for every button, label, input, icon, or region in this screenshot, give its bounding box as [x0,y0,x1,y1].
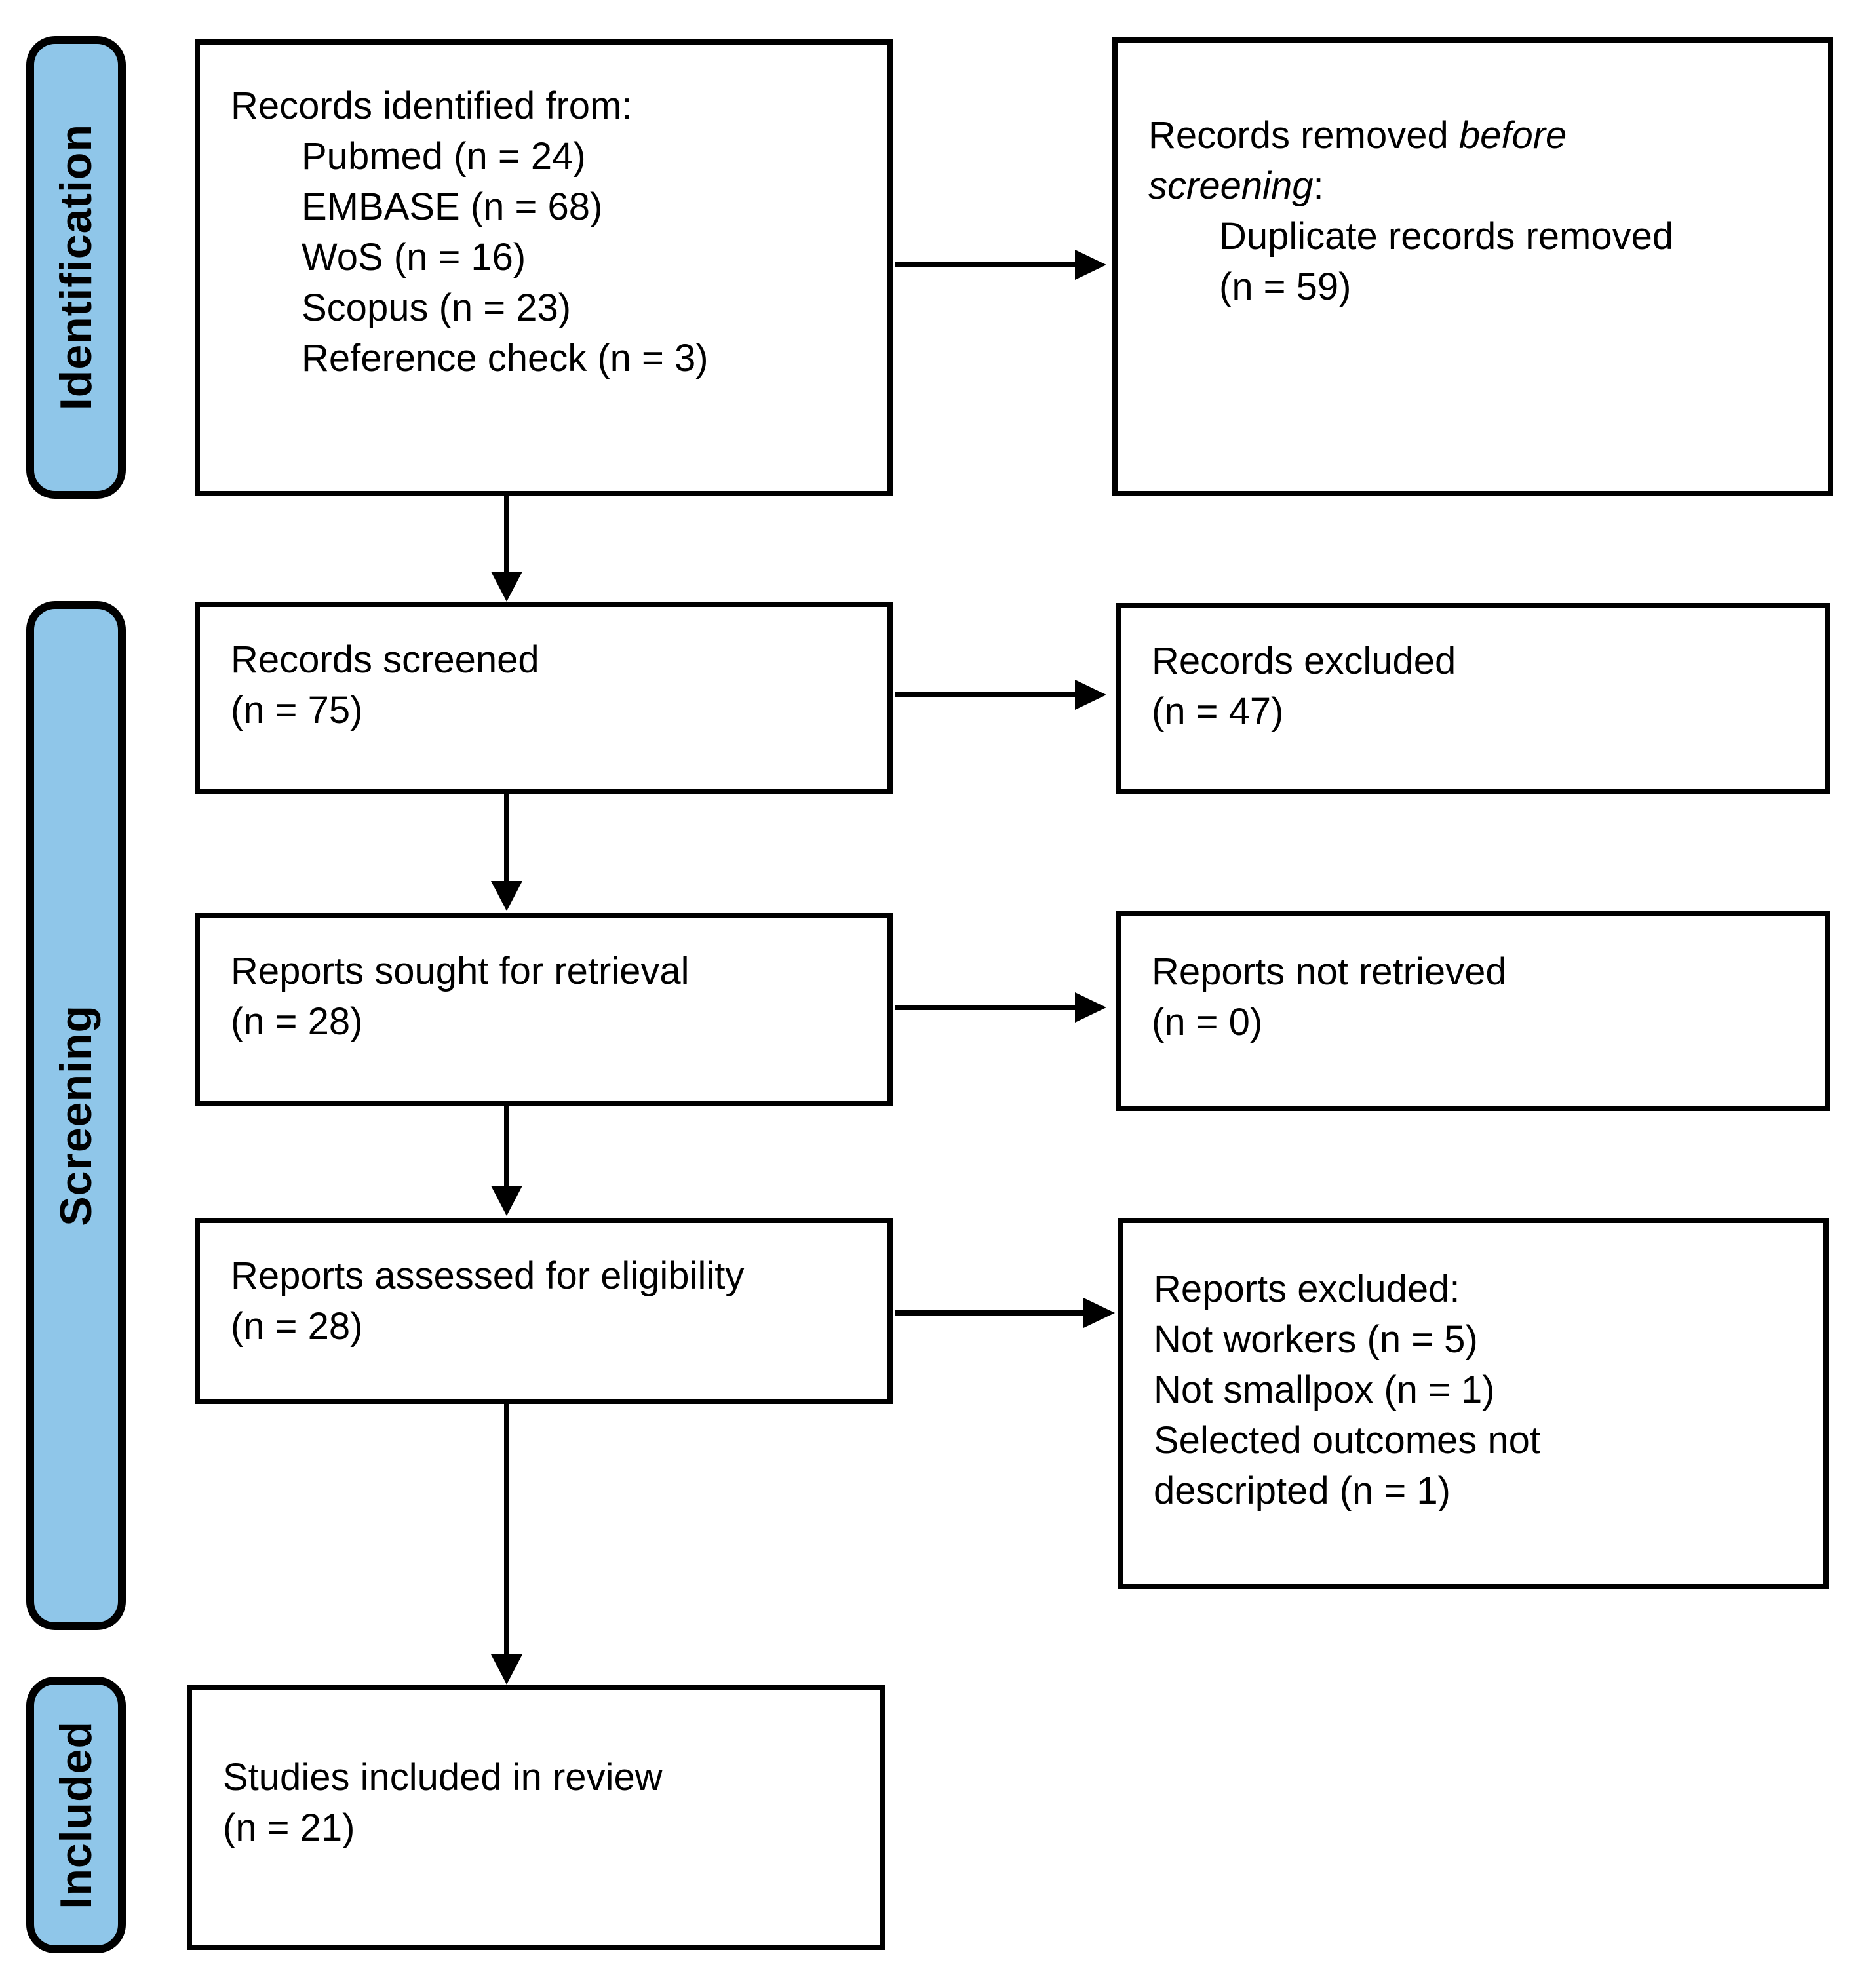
arrow-screened-to-sought-line [504,794,509,882]
reports-assessed-label: Reports assessed for eligibility [231,1255,745,1297]
reports-sought-count: (n = 28) [231,1000,363,1043]
reports-excluded-reason-not-workers: Not workers (n = 5) [1154,1318,1478,1361]
arrow-sought-to-not-retrieved-head-icon [1075,992,1106,1023]
duplicates-removed-label: Duplicate records removed [1219,215,1674,258]
records-removed-roman: Records removed [1148,114,1459,157]
reports-not-retrieved-label: Reports not retrieved [1152,950,1507,993]
records-removed-colon: : [1313,165,1324,207]
stage-identification: Identification [26,36,126,499]
stage-included-label: Included [51,1721,101,1909]
records-excluded-label: Records excluded [1152,640,1456,682]
box-records-excluded: Records excluded (n = 47) [1116,603,1830,794]
arrow-screened-to-sought-head-icon [491,881,522,911]
arrow-assessed-to-reports-excluded-head-icon [1083,1298,1115,1328]
source-wos: WoS (n = 16) [302,236,526,279]
records-removed-italic-before: before [1458,114,1567,157]
source-reference-check: Reference check (n = 3) [302,337,709,380]
stage-identification-label: Identification [51,124,101,411]
stage-screening-label: Screening [51,1005,101,1226]
arrow-assessed-to-reports-excluded-line [895,1310,1083,1316]
arrow-assessed-to-included-head-icon [491,1654,522,1685]
records-removed-line2: screening: [1148,161,1812,211]
records-removed-italic-screening: screening [1148,165,1314,207]
records-identified-title: Records identified from: [231,85,633,127]
records-removed-line1: Records removed before [1148,110,1812,161]
box-reports-assessed: Reports assessed for eligibility (n = 28… [195,1218,893,1404]
reports-not-retrieved-count: (n = 0) [1152,1001,1263,1043]
box-reports-sought: Reports sought for retrieval (n = 28) [195,913,893,1106]
arrow-screened-to-excluded-head-icon [1075,680,1106,710]
stage-screening: Screening [26,601,126,1630]
arrow-identified-to-removed-line [895,262,1075,267]
arrow-sought-to-assessed-head-icon [491,1186,522,1216]
arrow-assessed-to-included-line [504,1404,509,1656]
stage-included: Included [26,1677,126,1953]
source-scopus: Scopus (n = 23) [302,286,572,329]
arrow-screened-to-excluded-line [895,692,1075,697]
arrow-identified-to-screened-head-icon [491,572,522,602]
box-studies-included: Studies included in review (n = 21) [187,1685,885,1950]
studies-included-count: (n = 21) [223,1806,355,1849]
reports-assessed-count: (n = 28) [231,1305,363,1348]
records-screened-label: Records screened [231,638,539,681]
box-reports-not-retrieved: Reports not retrieved (n = 0) [1116,911,1830,1111]
source-pubmed: Pubmed (n = 24) [302,135,586,178]
reports-excluded-reason-outcomes-2: descripted (n = 1) [1154,1470,1451,1512]
arrow-identified-to-screened-line [504,496,509,573]
studies-included-label: Studies included in review [223,1756,663,1799]
reports-excluded-reason-not-smallpox: Not smallpox (n = 1) [1154,1369,1495,1411]
box-records-screened: Records screened (n = 75) [195,602,893,794]
records-screened-count: (n = 75) [231,689,363,731]
box-records-identified: Records identified from: Pubmed (n = 24)… [195,39,893,496]
arrow-sought-to-assessed-line [504,1106,509,1187]
box-reports-excluded: Reports excluded: Not workers (n = 5) No… [1118,1218,1829,1589]
arrow-identified-to-removed-head-icon [1075,250,1106,280]
source-embase: EMBASE (n = 68) [302,185,603,228]
reports-excluded-reason-outcomes-1: Selected outcomes not [1154,1419,1541,1462]
reports-sought-label: Reports sought for retrieval [231,950,690,992]
box-records-removed: Records removed before screening: Duplic… [1112,37,1833,496]
arrow-sought-to-not-retrieved-line [895,1005,1075,1010]
duplicates-removed-count: (n = 59) [1219,265,1352,308]
reports-excluded-title: Reports excluded: [1154,1268,1460,1310]
records-excluded-count: (n = 47) [1152,690,1284,733]
